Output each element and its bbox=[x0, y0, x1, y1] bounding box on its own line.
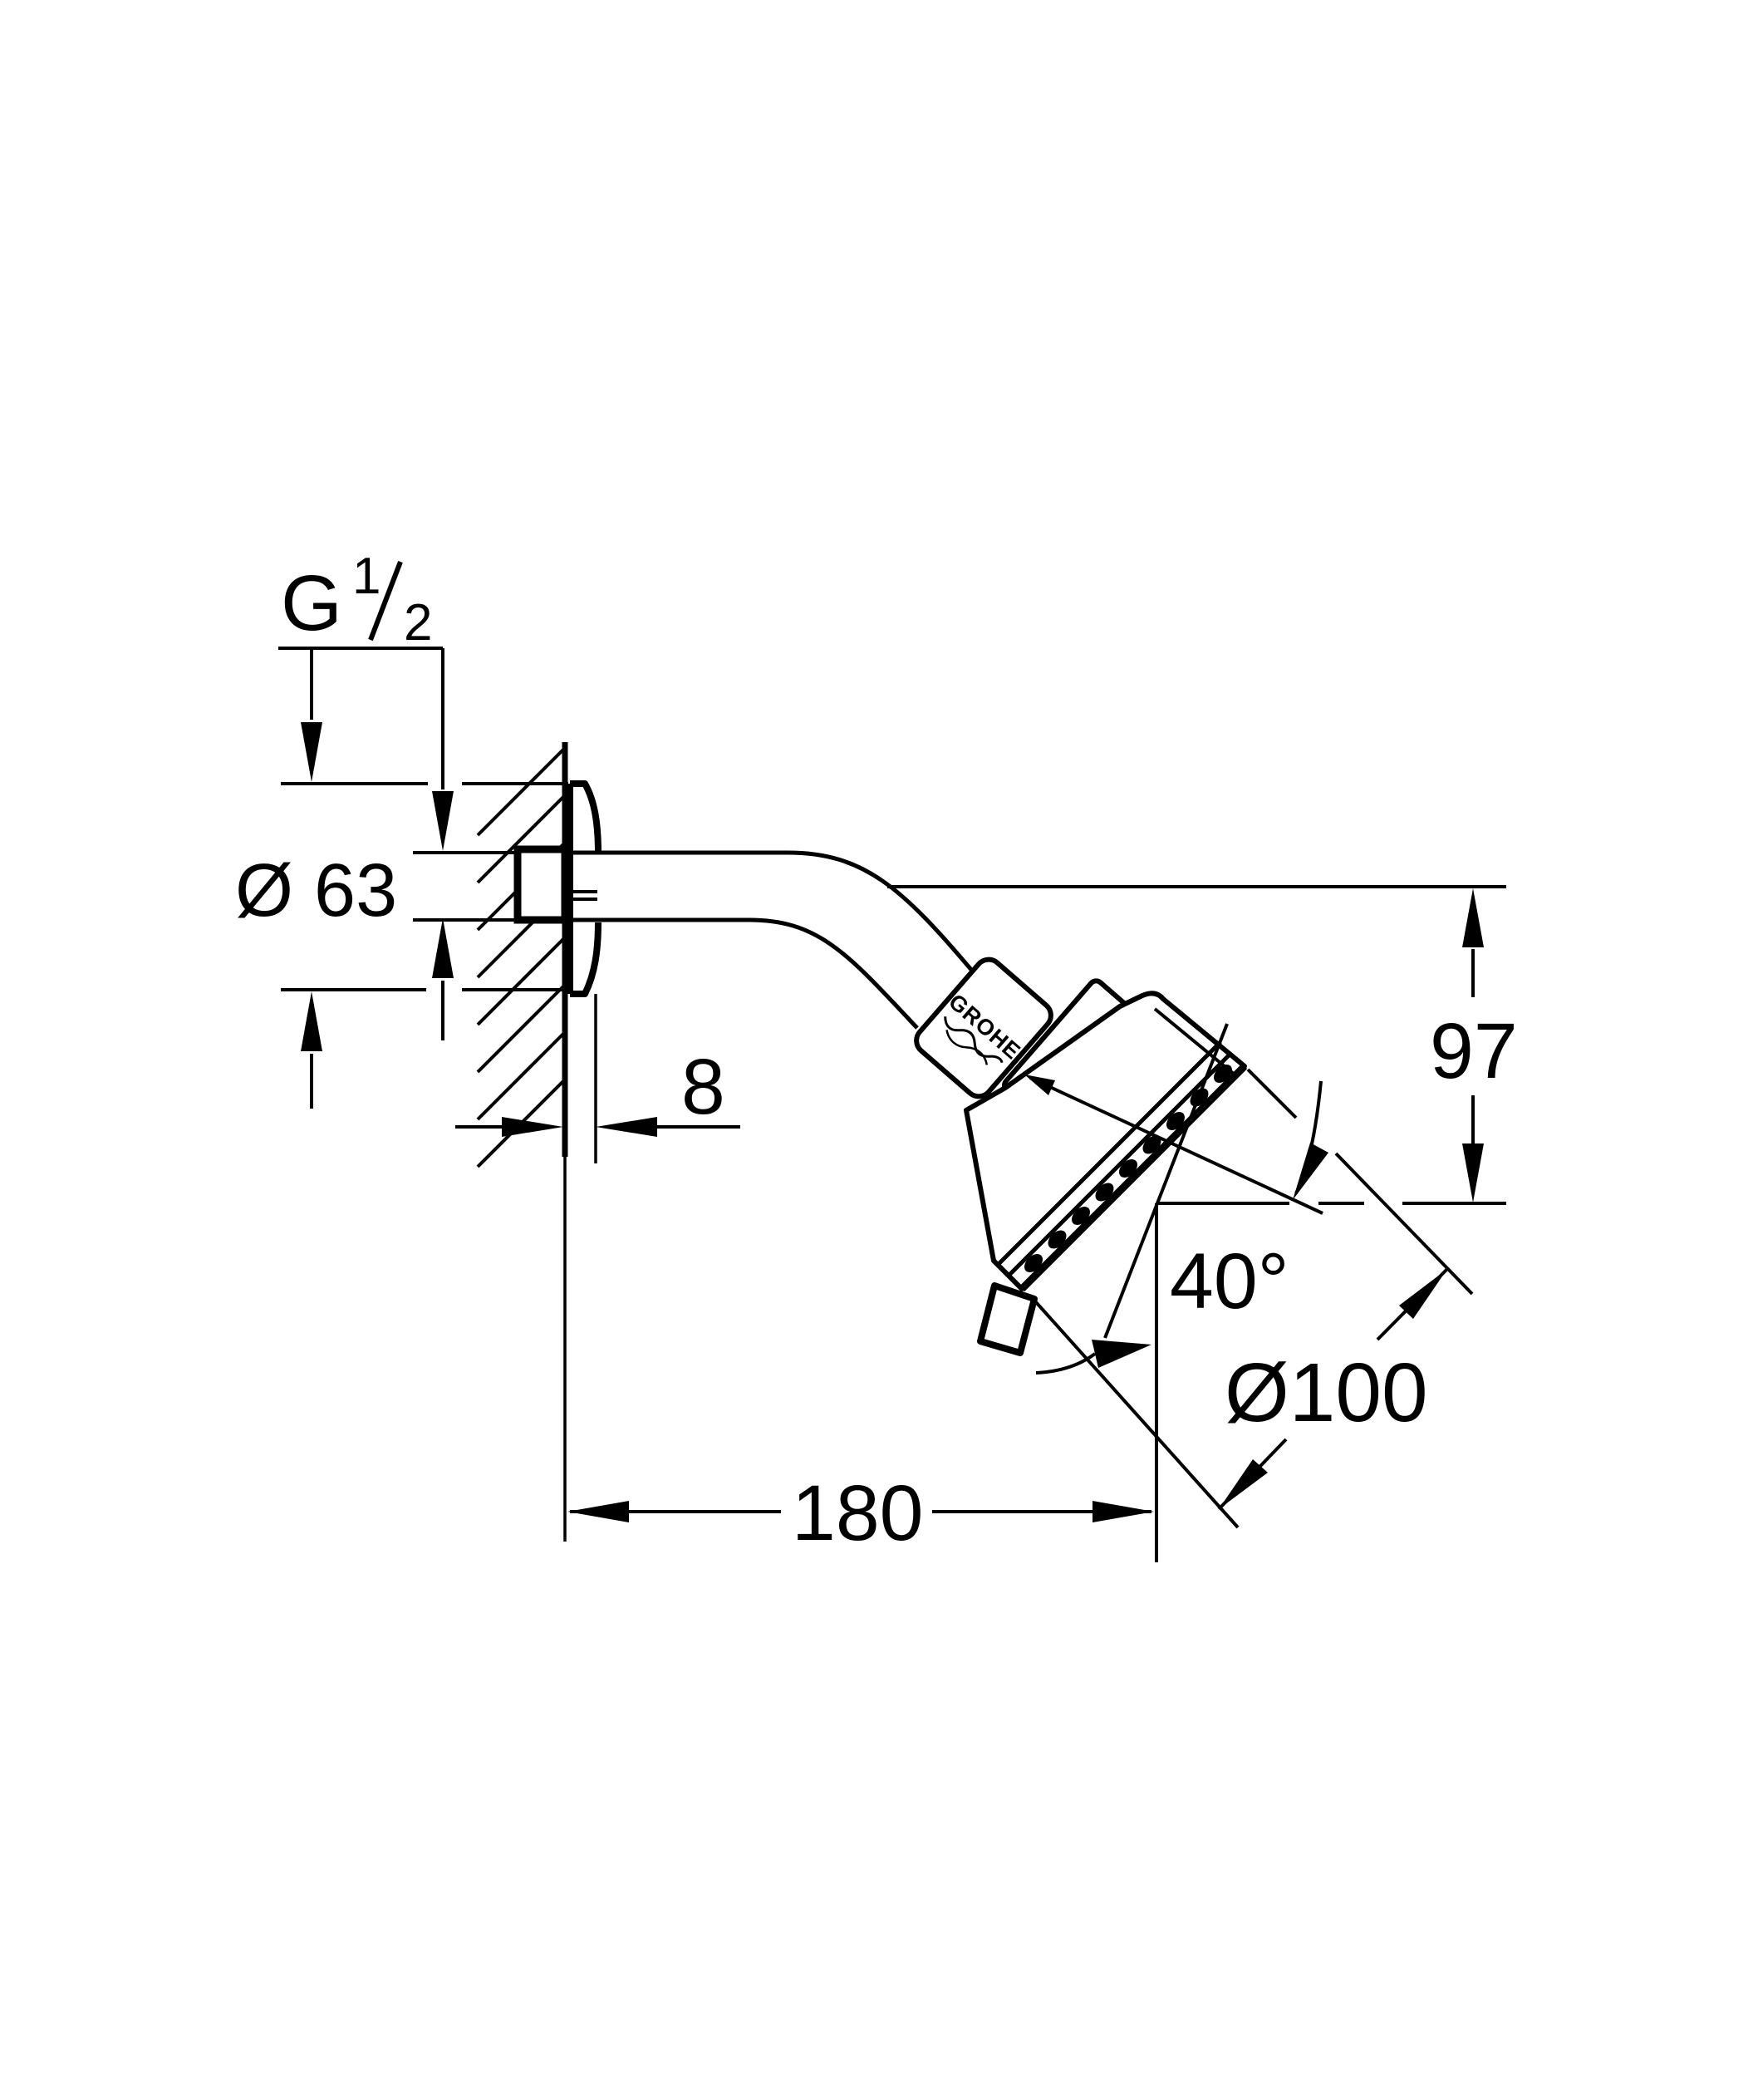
dimension-reach-180: 180 bbox=[567, 1469, 1154, 1557]
arrowhead-down bbox=[1462, 1143, 1484, 1202]
dimension-label: Ø100 bbox=[1225, 1346, 1428, 1439]
dimension-angle-40: 40° bbox=[1024, 1023, 1364, 1562]
dimension-label: Ø 63 bbox=[235, 849, 397, 932]
spray-nozzle bbox=[1072, 1207, 1090, 1225]
dimension-wall-offset-8: 8 bbox=[455, 994, 740, 1163]
arm-top-edge bbox=[572, 850, 974, 972]
dimension-label: 97 bbox=[1430, 1007, 1518, 1095]
extension-line bbox=[1334, 1152, 1474, 1296]
spray-nozzle bbox=[1048, 1230, 1067, 1249]
dimension-diameter-100: Ø100 bbox=[1034, 1068, 1474, 1529]
arrowhead-up bbox=[432, 918, 454, 978]
dimension-diameter-63: Ø 63 bbox=[235, 650, 568, 1109]
thread-label-denominator: 2 bbox=[404, 594, 432, 652]
arm-bottom-edge bbox=[572, 917, 919, 1030]
arrowhead-downleft bbox=[1219, 1459, 1268, 1509]
thread-label-base: G bbox=[281, 559, 342, 647]
escutcheon bbox=[567, 780, 601, 997]
arrowhead-left bbox=[596, 1117, 657, 1137]
spray-nozzle bbox=[1095, 1183, 1114, 1202]
extension-line bbox=[1034, 1301, 1240, 1529]
grohe-logo-wave bbox=[945, 1030, 989, 1065]
arrowhead-arc bbox=[1092, 1340, 1151, 1368]
angle-leg-line bbox=[1029, 1076, 1323, 1215]
shower-head-body bbox=[964, 991, 1247, 1291]
dimension-label: 180 bbox=[792, 1469, 924, 1557]
spray-nozzle bbox=[1142, 1135, 1161, 1154]
arrowhead-down bbox=[432, 791, 454, 851]
shower-arm bbox=[572, 850, 974, 1030]
extension-line bbox=[1246, 1068, 1298, 1119]
arrowhead-arc bbox=[1293, 1143, 1328, 1200]
connector-nut bbox=[914, 957, 1053, 1099]
spray-face bbox=[1019, 1063, 1248, 1292]
arrowhead-small bbox=[1024, 1075, 1055, 1095]
thread-extension-ticks bbox=[413, 851, 516, 922]
mounting-stub bbox=[513, 845, 569, 924]
dimension-label: 8 bbox=[681, 1043, 725, 1131]
spray-nozzle bbox=[1119, 1159, 1137, 1178]
spray-nozzle bbox=[1024, 1254, 1043, 1272]
arrowhead-right bbox=[502, 1117, 563, 1137]
thread-label-fraction-slash bbox=[368, 560, 403, 642]
spray-nozzles bbox=[1024, 1065, 1232, 1272]
angle-arc bbox=[1035, 1352, 1097, 1375]
escutcheon-seam-lines bbox=[573, 890, 597, 901]
thread-label-numerator: 1 bbox=[352, 548, 381, 605]
spray-selector-tab bbox=[977, 1282, 1038, 1356]
spray-axis-line bbox=[1103, 1023, 1229, 1339]
wall-hatching bbox=[476, 746, 567, 1168]
arrowhead-upright bbox=[1399, 1269, 1447, 1319]
arrowhead-left bbox=[567, 1501, 629, 1522]
spray-nozzle bbox=[1166, 1112, 1185, 1130]
arrowhead-up bbox=[1462, 888, 1484, 947]
dimension-label: 40° bbox=[1170, 1237, 1289, 1325]
dimension-g-half: G 1 2 bbox=[278, 548, 454, 1040]
arrowhead-down bbox=[301, 722, 322, 782]
arrowhead-up bbox=[301, 991, 322, 1051]
grohe-logo-wave bbox=[944, 1016, 1004, 1064]
faceplate-line-1 bbox=[1006, 1051, 1233, 1278]
dimension-height-97: 97 bbox=[887, 885, 1518, 1205]
spray-nozzle bbox=[1214, 1065, 1232, 1083]
faceplate-line-2 bbox=[995, 1040, 1222, 1267]
arrowhead-right bbox=[1092, 1501, 1154, 1522]
